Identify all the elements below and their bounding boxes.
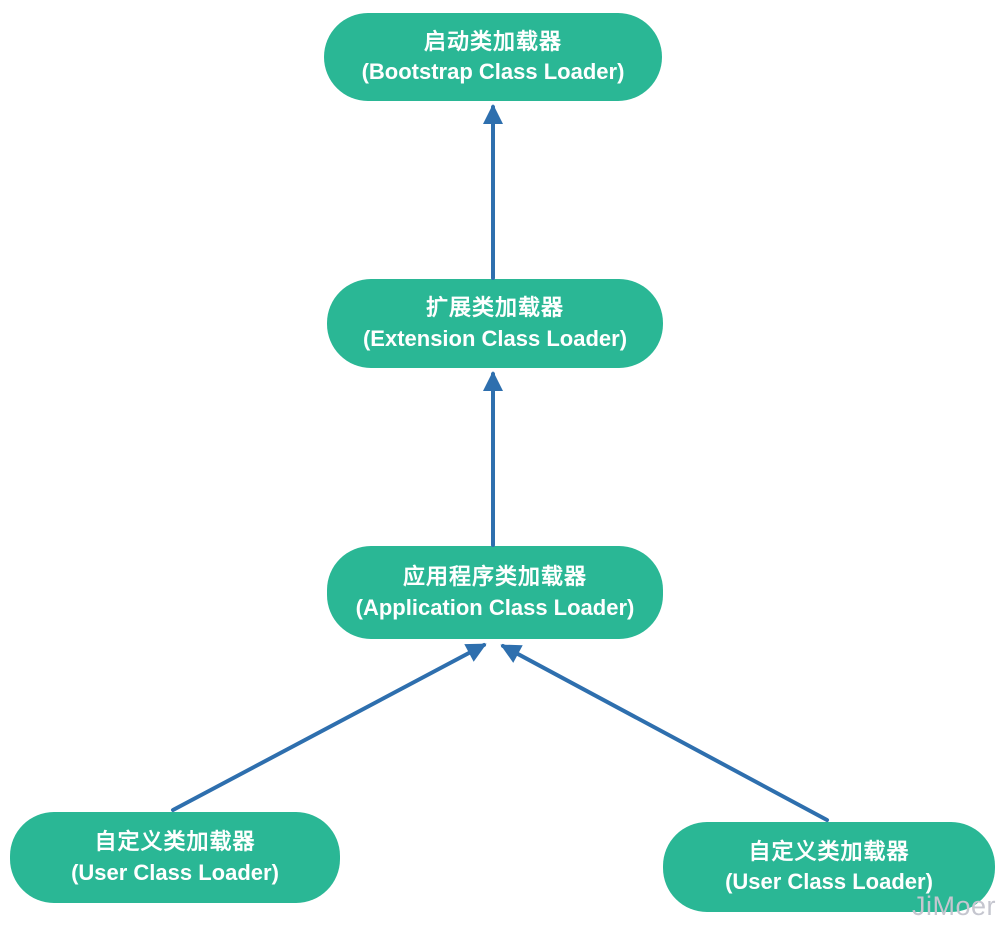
node-label-en: (Extension Class Loader) xyxy=(362,325,628,351)
node-label-en: (User Class Loader) xyxy=(71,859,279,885)
node-label-en: (Application Class Loader) xyxy=(355,594,635,620)
node-label-zh: 扩展类加载器 xyxy=(425,295,564,321)
node-label-en: (Bootstrap Class Loader) xyxy=(361,59,625,84)
node-label-en: (User Class Loader) xyxy=(725,869,933,894)
node-extension-class-loader: 扩展类加载器 (Extension Class Loader) xyxy=(327,279,663,368)
watermark: JiMoer xyxy=(911,891,996,921)
node-user-class-loader-right: 自定义类加载器 (User Class Loader) xyxy=(663,822,995,912)
node-label-zh: 自定义类加载器 xyxy=(748,838,910,864)
node-label-zh: 启动类加载器 xyxy=(423,28,562,54)
node-application-class-loader: 应用程序类加载器 (Application Class Loader) xyxy=(327,546,663,639)
node-label-zh: 自定义类加载器 xyxy=(94,829,256,855)
node-user-class-loader-left: 自定义类加载器 (User Class Loader) xyxy=(10,812,340,903)
arrow-user-right-to-application xyxy=(500,644,829,822)
node-label-zh: 应用程序类加载器 xyxy=(402,564,587,590)
arrow-user-left-to-application xyxy=(171,643,487,812)
node-bootstrap-class-loader: 启动类加载器 (Bootstrap Class Loader) xyxy=(324,13,662,101)
